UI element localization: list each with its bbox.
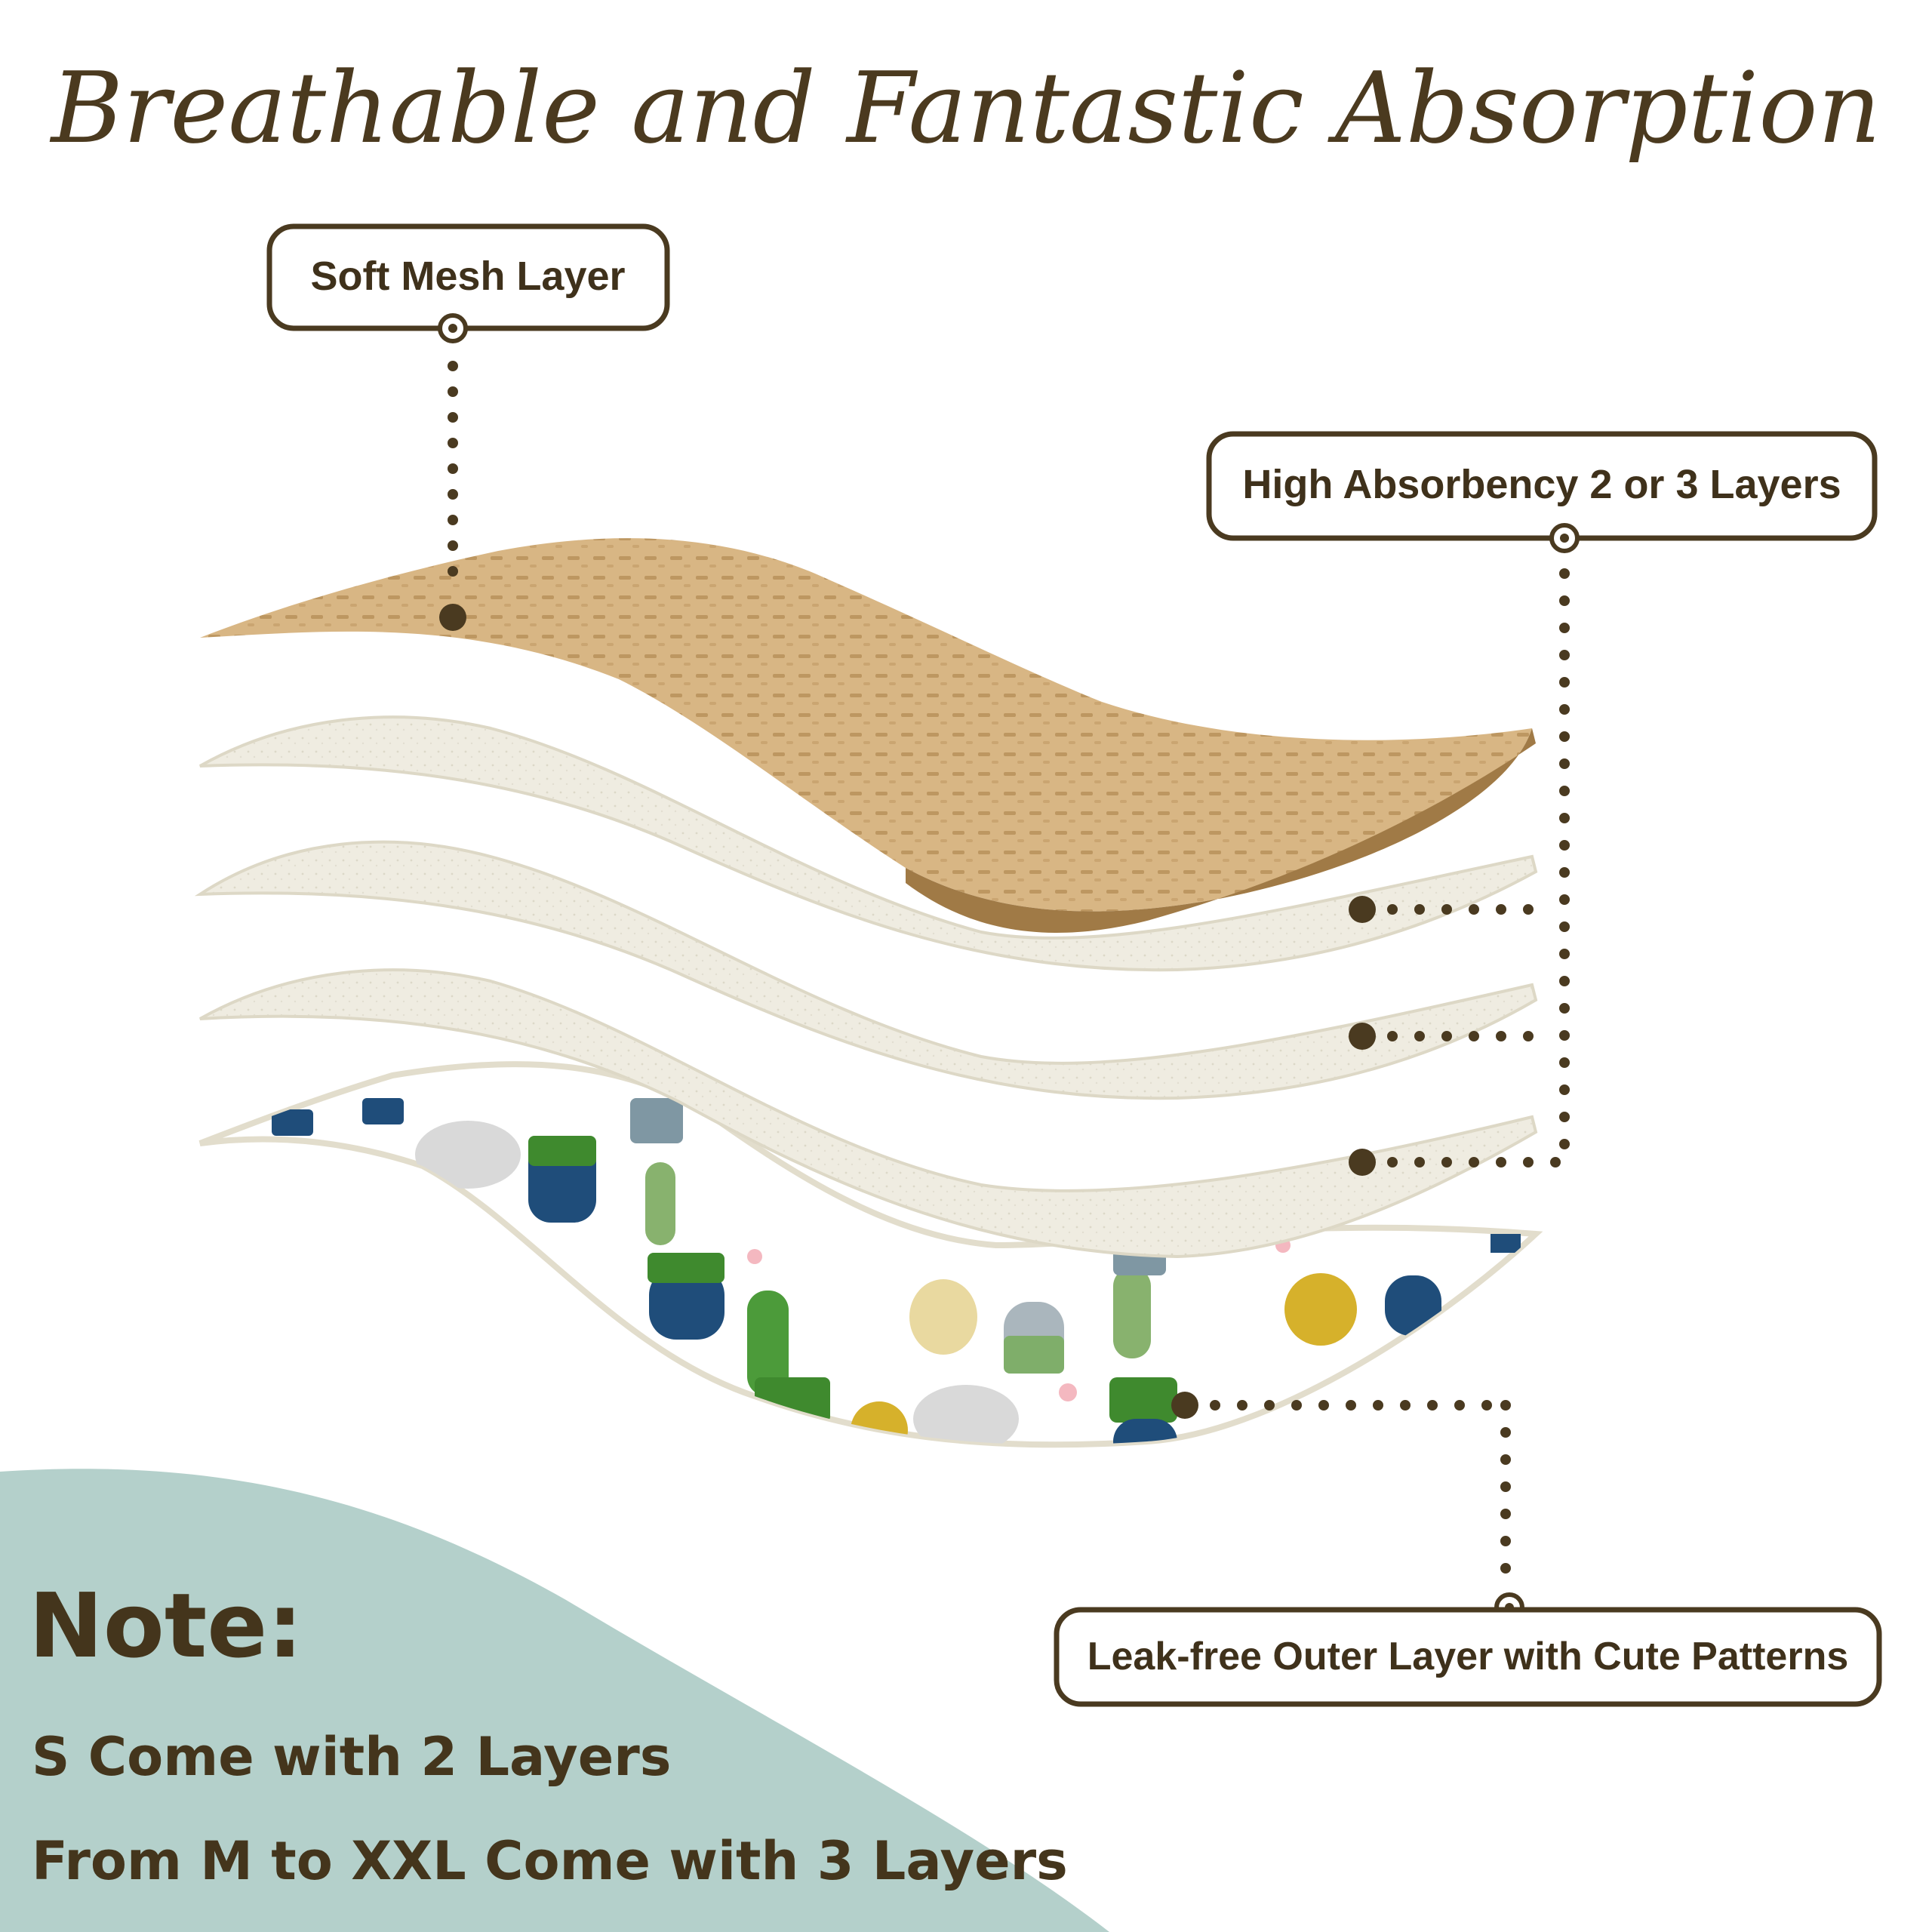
absorbency-label-box — [1206, 431, 1878, 541]
marker-dot — [439, 604, 466, 631]
marker-dot — [1349, 1149, 1376, 1176]
connector-node-center — [1560, 534, 1569, 543]
absorbency-label: High Absorbency 2 or 3 Layers — [1242, 462, 1841, 507]
note-line-2: From M to XXL Come with 3 Layers — [32, 1830, 1068, 1892]
soft-mesh-label: Soft Mesh Layer — [310, 254, 625, 299]
note-heading: Note: — [29, 1574, 303, 1678]
connector-node-center — [448, 324, 457, 333]
note-line-1: S Come with 2 Layers — [32, 1726, 671, 1788]
note-background — [0, 1469, 1109, 1932]
marker-dot — [1349, 1023, 1376, 1050]
page-title: Breathable and Fantastic Absorption — [50, 51, 1881, 165]
outer-layer-illustration — [198, 1061, 1543, 1448]
callout-outer: Leak-free Outer Layer with Cute Patterns — [1054, 1392, 1882, 1707]
marker-dot — [1171, 1392, 1198, 1419]
soft-mesh-label-box — [266, 223, 670, 331]
marker-dot — [1349, 896, 1376, 923]
outer-label: Leak-free Outer Layer with Cute Patterns — [1088, 1635, 1849, 1678]
insert-layer-1 — [199, 715, 1538, 972]
callout-absorbency: High Absorbency 2 or 3 Layers — [1206, 431, 1878, 1176]
mesh-layer-edge — [906, 728, 1536, 933]
insert-layer-2 — [194, 840, 1538, 1100]
callout-soft-mesh: Soft Mesh Layer — [266, 223, 670, 631]
insert-layer-3 — [199, 968, 1538, 1259]
outer-label-box — [1054, 1607, 1882, 1707]
mesh-layer-illustration — [200, 538, 1532, 912]
